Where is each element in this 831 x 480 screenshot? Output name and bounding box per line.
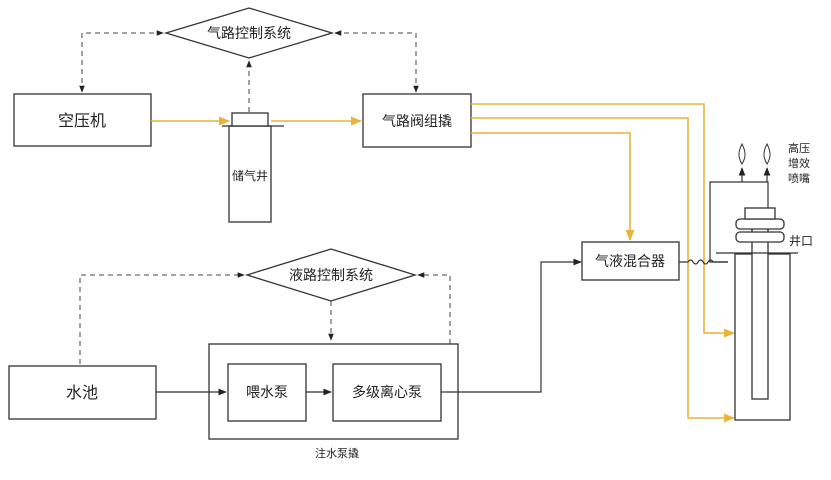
nozzle-label-line-3: 喷嘴 <box>788 172 810 185</box>
gas-control-label: 气路控制系统 <box>207 26 291 42</box>
gas-storage-well: 储气井 <box>222 112 284 223</box>
valve-skid-box <box>362 93 472 148</box>
water-pool: 水池 <box>8 365 157 420</box>
gas-valve-skid: 气路阀组撬 <box>362 93 472 148</box>
liquid-lines <box>156 258 582 396</box>
gas-lines <box>151 103 736 423</box>
feed-pump-label: 喂水泵 <box>246 385 288 401</box>
well-tubing <box>751 223 769 400</box>
compressor-label: 空压机 <box>58 111 106 130</box>
nozzle-flame-icon-2 <box>763 142 771 165</box>
wellhead-nut <box>744 207 776 220</box>
well-injection-pipe <box>709 181 769 263</box>
nozzle-label-line-1: 高压 <box>788 141 810 155</box>
gas-tank-cap <box>231 112 269 127</box>
well: 高压 增效 喷嘴 井口 <box>709 141 813 421</box>
skid-to-liquid-control-link <box>417 272 451 344</box>
gas-control-diamond <box>163 7 335 59</box>
liquid-control-diamond <box>244 248 418 302</box>
pump-to-mixer-line <box>441 258 582 393</box>
compressor: 空压机 <box>13 93 152 147</box>
valve-skid-label: 气路阀组撬 <box>382 114 452 130</box>
mixer-box <box>581 241 680 281</box>
gas-tank-label: 储气井 <box>232 168 268 183</box>
nozzle-flame-icon-1 <box>738 142 746 165</box>
pool-to-liquid-control-link <box>79 272 245 364</box>
multistage-pump-label: 多级离心泵 <box>352 384 422 401</box>
feed-pump-box <box>227 363 307 422</box>
valve-to-annulus-line-1 <box>471 103 736 338</box>
wellhead-flange-2 <box>735 231 785 243</box>
multistage-pump-box <box>332 363 442 422</box>
pool-label: 水池 <box>66 383 98 402</box>
valve-to-mixer-line <box>471 132 635 242</box>
mixer-to-well-coil <box>679 259 728 265</box>
pump-skid-label: 注水泵撬 <box>315 446 359 460</box>
nozzle-label-line-2: 增效 <box>788 156 810 170</box>
gas-control-system: 气路控制系统 <box>163 7 335 59</box>
wellhead-label: 井口 <box>789 234 813 248</box>
gas-control-to-valve-link <box>334 30 419 93</box>
liquid-control-system: 液路控制系统 <box>244 248 418 302</box>
gas-liquid-mixer: 气液混合器 <box>581 241 728 281</box>
pump-skid: 注水泵撬 喂水泵 多级离心泵 <box>208 343 459 460</box>
mixer-label: 气液混合器 <box>595 254 665 270</box>
gas-control-to-compressor-link <box>79 30 164 93</box>
compressor-box <box>13 93 152 147</box>
liquid-control-label: 液路控制系统 <box>289 268 373 284</box>
wellhead-flange-1 <box>735 218 785 230</box>
gas-control-links <box>79 30 419 112</box>
liquid-control-links <box>79 272 451 364</box>
valve-to-annulus-line-2 <box>471 117 736 423</box>
pool-box <box>8 365 157 420</box>
